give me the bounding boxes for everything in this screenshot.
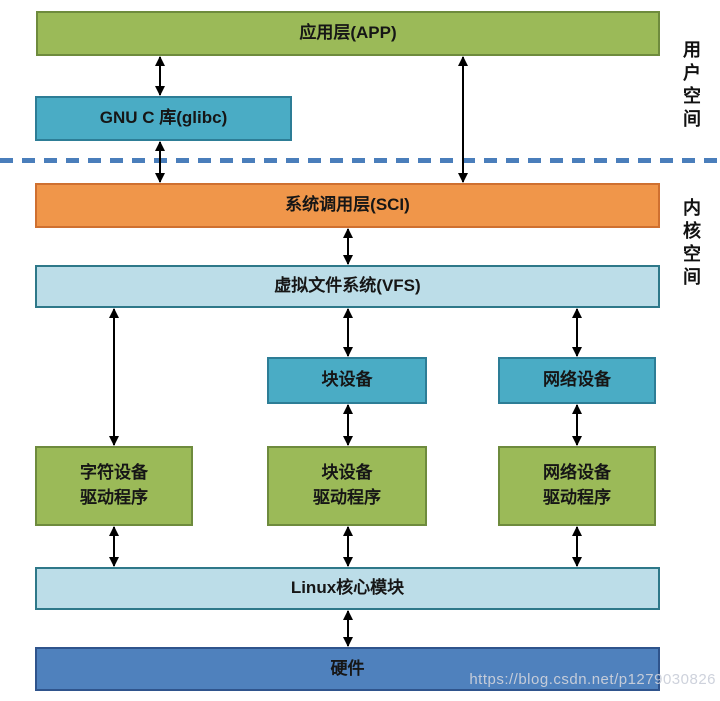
block-driver-box: 块设备 驱动程序	[267, 446, 427, 526]
arrow-block-device-driver	[347, 405, 349, 445]
network-device-label: 网络设备	[543, 370, 611, 390]
arrow-glibc-sci	[159, 142, 161, 182]
hardware-label: 硬件	[330, 658, 365, 678]
arrow-vfs-network-device	[576, 309, 578, 356]
arrow-block-driver-core	[347, 527, 349, 566]
arrow-vfs-char-driver	[113, 309, 115, 445]
char-driver-box: 字符设备 驱动程序	[35, 446, 193, 526]
network-driver-box: 网络设备 驱动程序	[498, 446, 656, 526]
sci-layer-box: 系统调用层(SCI)	[35, 183, 660, 228]
app-layer-label: 应用层(APP)	[299, 23, 397, 43]
network-device-box: 网络设备	[498, 357, 656, 404]
vfs-label: 虚拟文件系统(VFS)	[274, 276, 421, 296]
block-device-box: 块设备	[267, 357, 427, 404]
arrow-vfs-block-device	[347, 309, 349, 356]
user-kernel-divider-line	[0, 158, 720, 163]
sci-layer-label: 系统调用层(SCI)	[285, 195, 410, 215]
arrow-char-driver-core	[113, 527, 115, 566]
watermark-url: https://blog.csdn.net/p1279030826	[469, 671, 716, 688]
network-driver-label-line1: 网络设备	[543, 463, 611, 483]
arrow-sci-vfs	[347, 229, 349, 264]
char-driver-label-line2: 驱动程序	[80, 488, 148, 507]
arrow-network-device-driver	[576, 405, 578, 445]
arrow-core-hardware	[347, 611, 349, 646]
arrow-app-glibc	[159, 57, 161, 95]
arrow-app-sci	[462, 57, 464, 182]
network-driver-label-line2: 驱动程序	[543, 488, 611, 507]
vfs-box: 虚拟文件系统(VFS)	[35, 265, 660, 308]
user-space-label: 用户空间	[681, 40, 701, 132]
app-layer-box: 应用层(APP)	[36, 11, 660, 56]
char-driver-label-line1: 字符设备	[80, 463, 148, 483]
glibc-label: GNU C 库(glibc)	[99, 108, 228, 128]
kernel-space-label: 内核空间	[681, 198, 701, 290]
block-device-label: 块设备	[321, 370, 373, 390]
block-driver-label-line2: 驱动程序	[313, 488, 381, 507]
hardware-box: 硬件	[35, 647, 660, 691]
linux-core-label: Linux核心模块	[290, 578, 405, 598]
block-driver-label-line1: 块设备	[321, 463, 373, 483]
arrow-network-driver-core	[576, 527, 578, 566]
linux-core-box: Linux核心模块	[35, 567, 660, 610]
glibc-box: GNU C 库(glibc)	[35, 96, 292, 141]
